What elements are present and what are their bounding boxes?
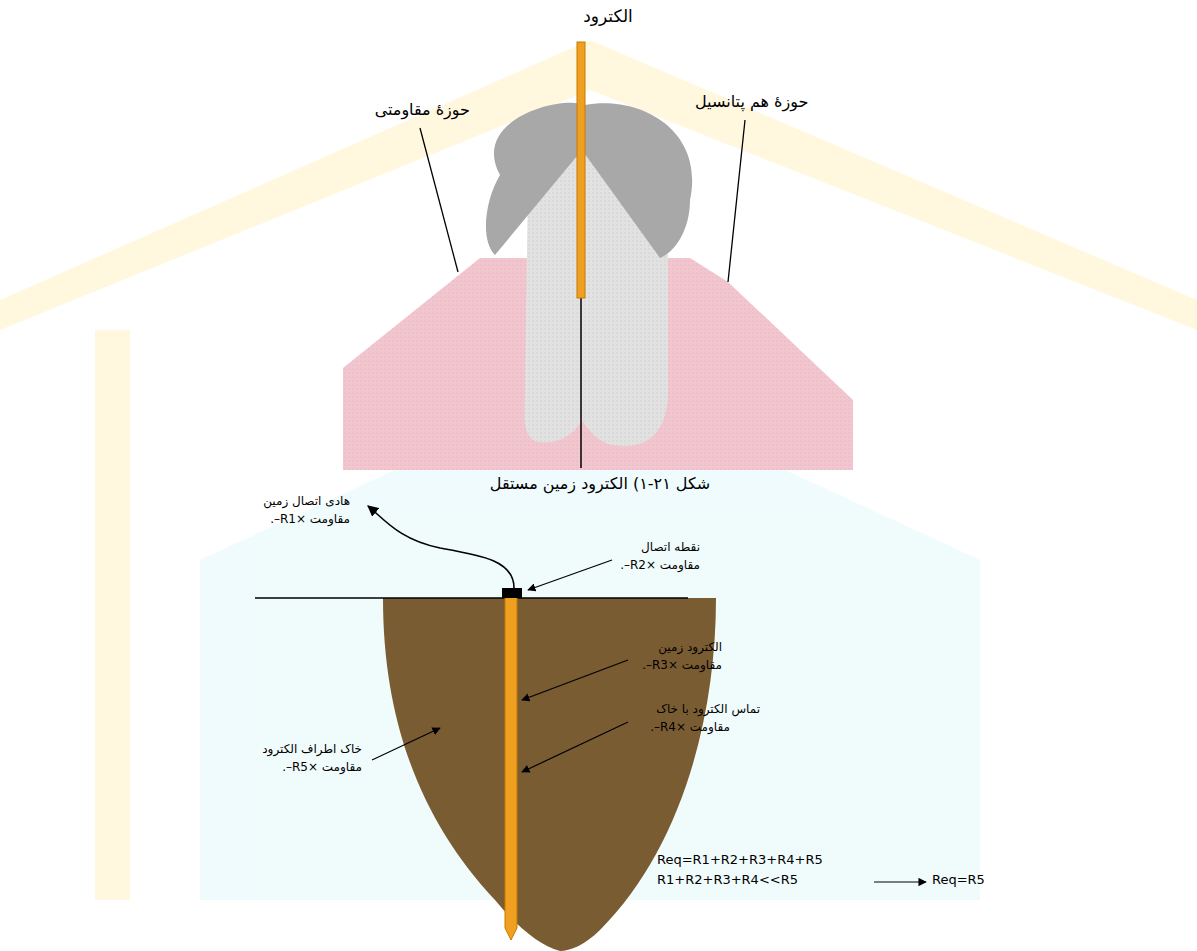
leader-line (728, 120, 745, 282)
part-name: الکترود (583, 6, 633, 26)
resistance-note: مقاومت ×R5–. (282, 760, 362, 774)
leader-arrow (522, 722, 628, 772)
resistance-note-holder: مقاومت ×R1–. (270, 512, 350, 526)
part-name: نقطه اتصال (641, 540, 700, 554)
resistance-note-holder: مقاومت ×R5–. (282, 760, 362, 774)
zone-name: حوزهٔ مقاومتی (375, 100, 470, 119)
zone-name: حوزهٔ هم پتانسیل (695, 92, 808, 111)
leader-arrow (372, 728, 440, 760)
electrode-rod (577, 42, 585, 298)
connection-point (502, 588, 522, 598)
potential-blob (486, 103, 692, 258)
formula: Req=R1+R2+R3+R4+R5 (657, 852, 823, 868)
part-name: خاک اطراف الکترود (262, 742, 362, 756)
part-name-holder: الکترود زمین (658, 640, 722, 654)
part-name-holder: الکترود (583, 6, 633, 26)
part-name: هادی اتصال زمین (263, 494, 350, 508)
formula-holder: R1+R2+R3+R4<<R5 (657, 872, 798, 888)
earth-conductor (368, 506, 514, 588)
resistance-note: مقاومت ×R1–. (270, 512, 350, 526)
result-arrow (874, 881, 926, 882)
ground-electrode (505, 592, 517, 940)
part-name-holder: هادی اتصال زمین (263, 494, 350, 508)
part-name-holder: خاک اطراف الکترود (262, 742, 362, 756)
figure-caption-holder: شکل ۲۱-۱) الکترود زمین مستقل (490, 474, 710, 493)
ground-line (255, 597, 688, 599)
zone-name-holder: حوزهٔ هم پتانسیل (695, 92, 808, 111)
resistance-note-holder: مقاومت ×R3–. (642, 658, 722, 672)
zone-name-holder: حوزهٔ مقاومتی (375, 100, 470, 119)
part-name-holder: نقطه اتصال (641, 540, 700, 554)
resistance-note-holder: مقاومت ×R2–. (620, 558, 700, 572)
leader-arrow (522, 660, 628, 700)
figure-caption: شکل ۲۱-۱) الکترود زمین مستقل (490, 474, 710, 493)
leader-line (420, 128, 458, 272)
formula-holder: Req=R5 (932, 872, 985, 888)
formula: R1+R2+R3+R4<<R5 (657, 872, 798, 888)
resistance-note: مقاومت ×R3–. (642, 658, 722, 672)
leader-arrow (528, 560, 612, 590)
resistance-note-holder: مقاومت ×R4–. (650, 720, 730, 734)
formula-holder: Req=R1+R2+R3+R4+R5 (657, 852, 823, 868)
axis-line (580, 290, 582, 468)
part-name: تماس الکترود با خاک (656, 702, 760, 716)
resistance-note: مقاومت ×R4–. (650, 720, 730, 734)
formula: Req=R5 (932, 872, 985, 888)
part-name-holder: تماس الکترود با خاک (656, 702, 760, 716)
resistance-note: مقاومت ×R2–. (620, 558, 700, 572)
part-name: الکترود زمین (658, 640, 722, 654)
